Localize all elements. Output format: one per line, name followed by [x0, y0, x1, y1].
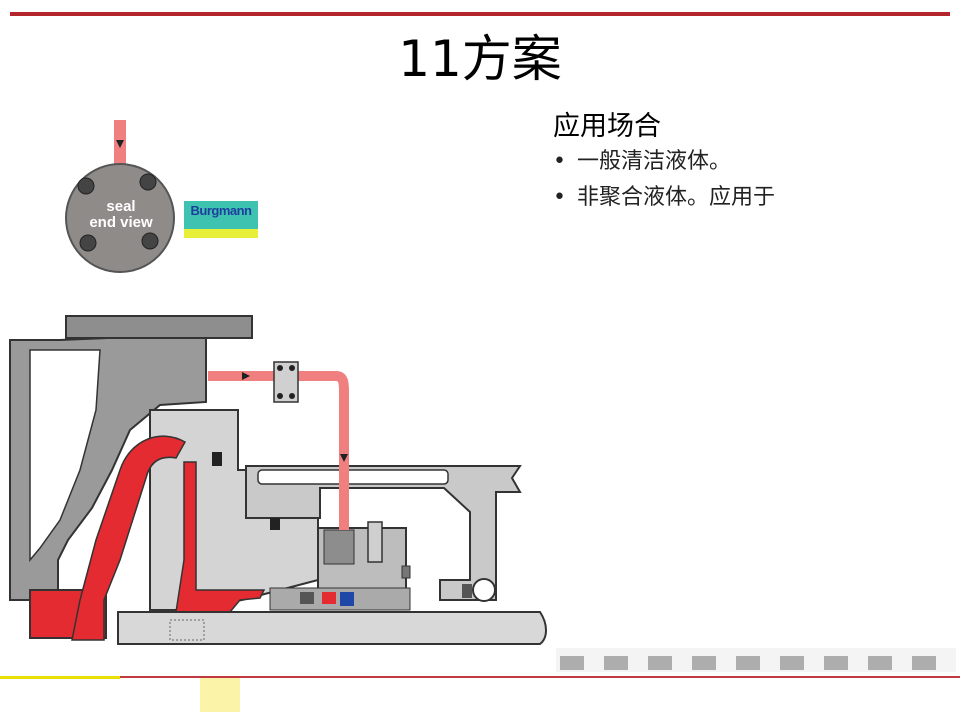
- bolt-icon: [77, 173, 159, 252]
- logo-text: Burgmann: [190, 203, 253, 218]
- flush-recirculation-line: [208, 371, 349, 530]
- flow-arrow-icon: [116, 140, 124, 148]
- slide-title: 11方案: [398, 30, 562, 88]
- seal-end-view-label: seal end view: [76, 199, 166, 231]
- bearing-ball: [472, 578, 496, 602]
- bottom-accent-rule-yellow: [0, 676, 120, 679]
- top-accent-rule: [10, 12, 950, 16]
- discharge-flange: [65, 315, 253, 339]
- bullet-text: 非聚合液体。应用于: [577, 185, 776, 210]
- bullet-dot-icon: •: [553, 149, 566, 174]
- logo-container: Burgmann: [184, 201, 258, 238]
- plan-thumbnail-strip: [556, 648, 956, 672]
- footer-highlight-box: [200, 678, 240, 712]
- bullet-dot-icon: •: [553, 185, 566, 210]
- seal-label-line: end view: [89, 214, 153, 231]
- bullet-text: 一般清洁液体。: [577, 149, 732, 174]
- bullet-item: • 非聚合液体。应用于: [553, 180, 775, 216]
- bottom-accent-rule-red: [120, 676, 960, 678]
- flow-arrow-icon: [242, 372, 250, 380]
- bullet-item: • 一般清洁液体。: [553, 144, 775, 180]
- impeller-red-flow: [71, 435, 187, 641]
- seal-label-line: seal: [106, 198, 136, 215]
- flow-arrow-icon: [340, 454, 348, 462]
- bearing-bracket: [245, 465, 522, 601]
- application-heading: 应用场合: [553, 111, 661, 142]
- pump-shaft: [117, 611, 547, 645]
- application-bullet-list: • 一般清洁液体。 • 非聚合液体。应用于: [553, 144, 775, 216]
